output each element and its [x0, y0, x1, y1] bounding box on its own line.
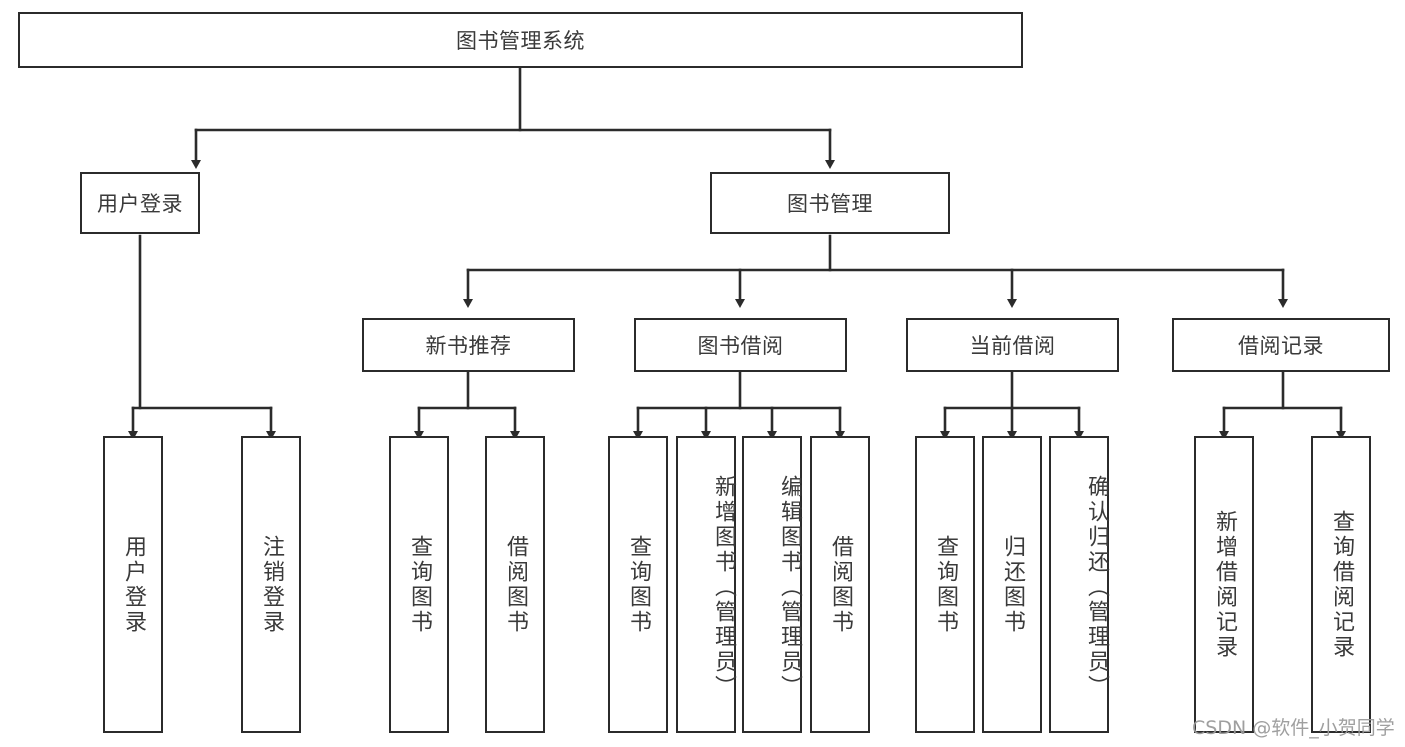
- leaf-add-book-admin[interactable]: 新增图书（管理员）: [676, 436, 736, 733]
- leaf-query-book-current[interactable]: 查询图书: [915, 436, 975, 733]
- leaf-edit-book-admin[interactable]: 编辑图书（管理员）: [742, 436, 802, 733]
- leaf-confirm-return-admin[interactable]: 确认归还（管理员）: [1049, 436, 1109, 733]
- node-new-book-recommend[interactable]: 新书推荐: [362, 318, 575, 372]
- leaf-return-book[interactable]: 归还图书: [982, 436, 1042, 733]
- node-current-borrow[interactable]: 当前借阅: [906, 318, 1119, 372]
- csdn-watermark: CSDN @软件_小贺同学: [1192, 717, 1395, 739]
- node-book-borrow[interactable]: 图书借阅: [634, 318, 847, 372]
- node-root-system[interactable]: 图书管理系统: [18, 12, 1023, 68]
- node-book-management[interactable]: 图书管理: [710, 172, 950, 234]
- leaf-logout[interactable]: 注销登录: [241, 436, 301, 733]
- leaf-user-login[interactable]: 用户登录: [103, 436, 163, 733]
- leaf-query-borrow-record[interactable]: 查询借阅记录: [1311, 436, 1371, 733]
- leaf-add-borrow-record[interactable]: 新增借阅记录: [1194, 436, 1254, 733]
- leaf-query-book-borrow[interactable]: 查询图书: [608, 436, 668, 733]
- node-borrow-record[interactable]: 借阅记录: [1172, 318, 1390, 372]
- leaf-borrow-book[interactable]: 借阅图书: [810, 436, 870, 733]
- node-user-login[interactable]: 用户登录: [80, 172, 200, 234]
- leaf-query-book-recommend[interactable]: 查询图书: [389, 436, 449, 733]
- leaf-borrow-book-recommend[interactable]: 借阅图书: [485, 436, 545, 733]
